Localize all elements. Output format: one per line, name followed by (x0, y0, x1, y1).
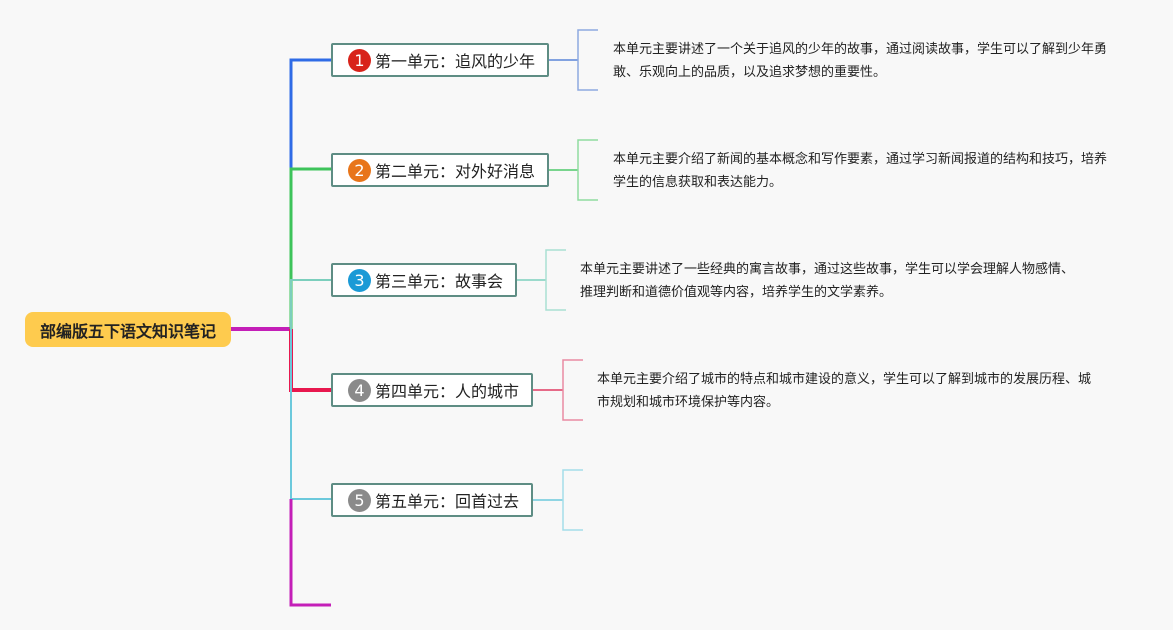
number-badge-1: 1 (348, 48, 371, 72)
unit-5-bracket (562, 469, 583, 531)
unit-3-bracket (545, 249, 566, 311)
number-badge-3: 3 (348, 268, 371, 292)
spine-segment-5 (290, 329, 331, 500)
unit-1-bracket (577, 29, 598, 91)
unit-node-4[interactable]: 4 第四单元：人的城市 (331, 373, 533, 407)
unit-4-bracket (562, 359, 583, 421)
root-title: 部编版五下语文知识笔记 (39, 321, 216, 341)
unit-description-4: 本单元主要介绍了城市的特点和城市建设的意义，学生可以了解到城市的发展历程、城市规… (597, 372, 1092, 410)
unit-title-5: 第五单元：回首过去 (375, 492, 520, 511)
number-badge-5: 5 (348, 488, 371, 512)
unit-description-2: 本单元主要介绍了新闻的基本概念和写作要素，通过学习新闻报道的结构和技巧，培养学生… (613, 152, 1108, 190)
root-node[interactable]: 部编版五下语文知识笔记 (25, 312, 231, 347)
spine-segment-3 (290, 279, 331, 329)
spine-segment-1 (289, 58, 331, 329)
number-badge-4: 4 (348, 378, 371, 402)
unit-title-1: 第一单元：追风的少年 (375, 52, 536, 71)
unit-2-bracket (577, 139, 598, 201)
spine-extension (289, 499, 331, 607)
number-badge-2: 2 (348, 158, 371, 182)
spine-segment-4 (289, 329, 331, 392)
unit-node-5[interactable]: 5 第五单元：回首过去 (331, 483, 533, 517)
spine-segment-2 (289, 167, 331, 329)
unit-node-3[interactable]: 3 第三单元：故事会 (331, 263, 517, 297)
unit-title-2: 第二单元：对外好消息 (375, 162, 536, 181)
unit-description-1: 本单元主要讲述了一个关于追风的少年的故事，通过阅读故事，学生可以了解到少年勇敢、… (613, 42, 1108, 80)
unit-node-2[interactable]: 2 第二单元：对外好消息 (331, 153, 549, 187)
unit-description-3: 本单元主要讲述了一些经典的寓言故事，通过这些故事，学生可以学会理解人物感情、推理… (580, 262, 1075, 300)
unit-node-1[interactable]: 1 第一单元：追风的少年 (331, 43, 549, 77)
unit-title-3: 第三单元：故事会 (375, 272, 504, 291)
unit-title-4: 第四单元：人的城市 (375, 382, 520, 401)
